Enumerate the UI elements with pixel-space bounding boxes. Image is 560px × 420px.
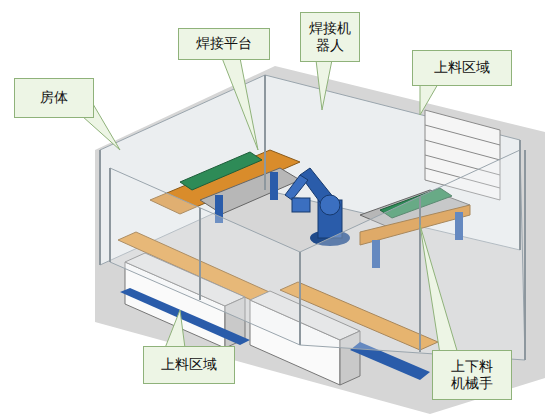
callout-box: 焊接机 器人: [300, 12, 360, 62]
callout-label: 上料区域: [161, 356, 217, 374]
callout-box: 上下料 机械手: [432, 350, 512, 400]
callout-label: 上料区域: [434, 59, 490, 77]
callout-tail: [420, 225, 458, 354]
callout-tail: [222, 58, 258, 150]
callout-tail: [165, 310, 185, 348]
callout-tails: [82, 58, 458, 354]
callout-label: 上下料 机械手: [449, 358, 495, 393]
callout-label: 焊接平台: [196, 35, 252, 53]
callout-box: 上料区域: [143, 346, 235, 384]
front-right-wall: [300, 150, 525, 360]
callout-tail: [420, 84, 438, 115]
callout-tail: [316, 60, 332, 110]
callout-box: 上料区域: [412, 50, 512, 86]
callout-box: 焊接平台: [178, 28, 270, 60]
callout-box: 房体: [14, 78, 94, 118]
front-left-wall: [110, 168, 300, 345]
frame-posts: [100, 75, 525, 360]
callout-label: 焊接机 器人: [307, 20, 353, 55]
floor: [95, 66, 545, 414]
callout-label: 房体: [40, 89, 68, 107]
